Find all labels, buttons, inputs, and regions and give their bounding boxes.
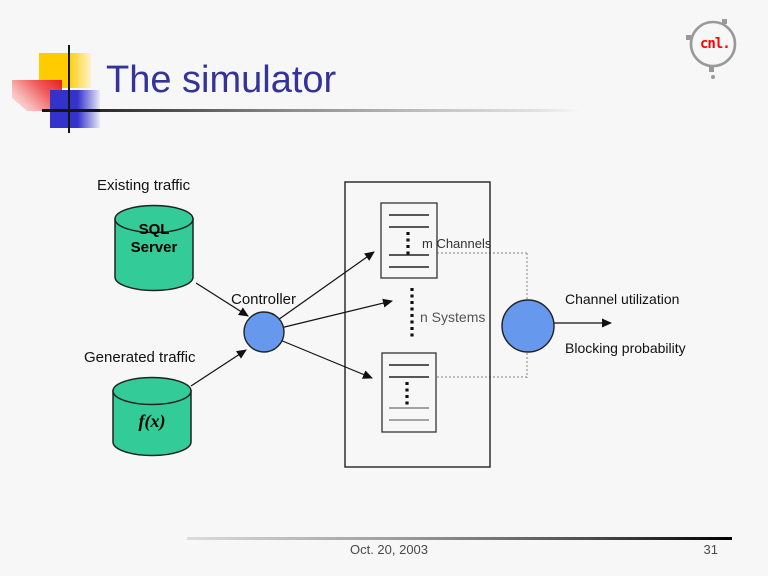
arrow-sql-to-controller xyxy=(195,282,249,317)
logo-dot xyxy=(711,75,715,79)
title-underline xyxy=(100,109,580,112)
server-box-bottom xyxy=(381,352,437,433)
arrow-controller-to-bottom-box xyxy=(267,334,373,379)
sql-server-label-line2: Server xyxy=(130,239,178,256)
blocking-probability-label: Blocking probability xyxy=(565,340,686,356)
dotted-connector-lines xyxy=(437,252,528,378)
arrow-controller-to-systems xyxy=(267,298,393,332)
generated-traffic-label: Generated traffic xyxy=(84,349,196,366)
sql-server-label: SQL Server xyxy=(115,221,193,257)
sql-server-label-line1: SQL xyxy=(138,221,170,238)
sql-server-cylinder xyxy=(114,204,194,292)
decoration-horizontal-line xyxy=(42,109,104,112)
output-node xyxy=(501,299,555,353)
footer-page-number: 31 xyxy=(703,542,718,557)
arrow-fx-to-controller xyxy=(190,349,247,387)
existing-traffic-label: Existing traffic xyxy=(97,177,191,194)
flow-arrows xyxy=(190,251,612,387)
server-box-top xyxy=(380,202,438,279)
controller-label: Controller xyxy=(231,291,297,308)
n-systems-label: n Systems xyxy=(420,309,486,325)
channel-utilization-label: Channel utilization xyxy=(565,291,680,307)
slide-title: The simulator xyxy=(106,59,337,101)
logo-nub-left xyxy=(686,35,691,40)
cnl-logo-icon xyxy=(686,19,737,79)
fx-generator-cylinder xyxy=(112,376,192,457)
arrow-controller-to-top-box xyxy=(267,251,375,328)
system-boundary-box xyxy=(344,181,491,468)
logo-ring xyxy=(689,20,737,68)
m-channels-label: m Channels xyxy=(422,236,492,251)
controller-node xyxy=(243,311,285,353)
decoration-vertical-line xyxy=(68,45,70,133)
logo-text: cnl. xyxy=(700,36,731,52)
footer-date: Oct. 20, 2003 xyxy=(349,542,429,557)
footer-divider-line xyxy=(187,537,732,540)
fx-label: f(x) xyxy=(138,411,166,431)
logo-nub-top xyxy=(722,19,727,24)
logo-nub-bottom xyxy=(709,67,714,72)
